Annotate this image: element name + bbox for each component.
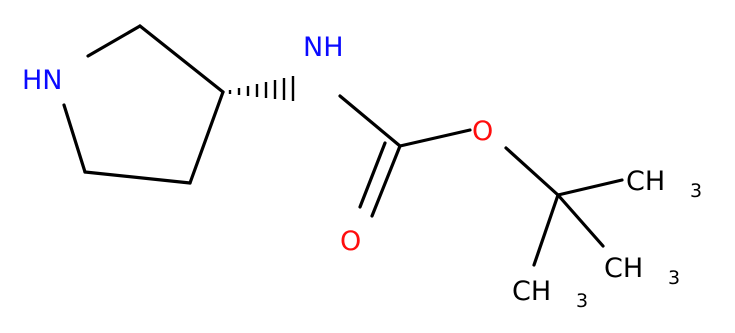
bond-n1-c2	[86, 24, 142, 58]
bond-c2-c3	[138, 24, 225, 94]
carbonyl-oxygen-label: O	[340, 226, 361, 257]
bond-c3-c4	[188, 90, 225, 185]
bond-c5-n1	[62, 103, 87, 174]
bond-co-double-b	[358, 141, 387, 209]
ester-oxygen-label: O	[472, 116, 493, 147]
methyl-3-subscript: 3	[576, 290, 588, 312]
bond-carbonyl-o	[398, 128, 472, 148]
methyl-1-subscript: 3	[690, 180, 702, 202]
bond-cq-me3	[532, 193, 560, 267]
bond-o-cq	[504, 146, 560, 197]
bonds	[62, 24, 624, 267]
amide-nh-label: NH	[303, 32, 344, 63]
bond-cq-me1	[556, 178, 624, 197]
methyl-2-label: CH	[604, 253, 643, 284]
bond-co-double-a	[370, 144, 402, 218]
methyl-group-1: CH 3	[626, 166, 702, 202]
ring-nh-label: HN	[22, 65, 63, 96]
methyl-1-label: CH	[626, 166, 665, 197]
bond-cq-me2	[556, 193, 605, 248]
bond-n-carbonyl	[338, 94, 402, 148]
methyl-2-subscript: 3	[668, 267, 680, 289]
methyl-group-3: CH 3	[512, 276, 588, 312]
bond-c4-c5	[83, 170, 192, 185]
methyl-3-label: CH	[512, 276, 551, 307]
methyl-group-2: CH 3	[604, 253, 680, 289]
hashed-wedge-bond	[228, 76, 295, 101]
